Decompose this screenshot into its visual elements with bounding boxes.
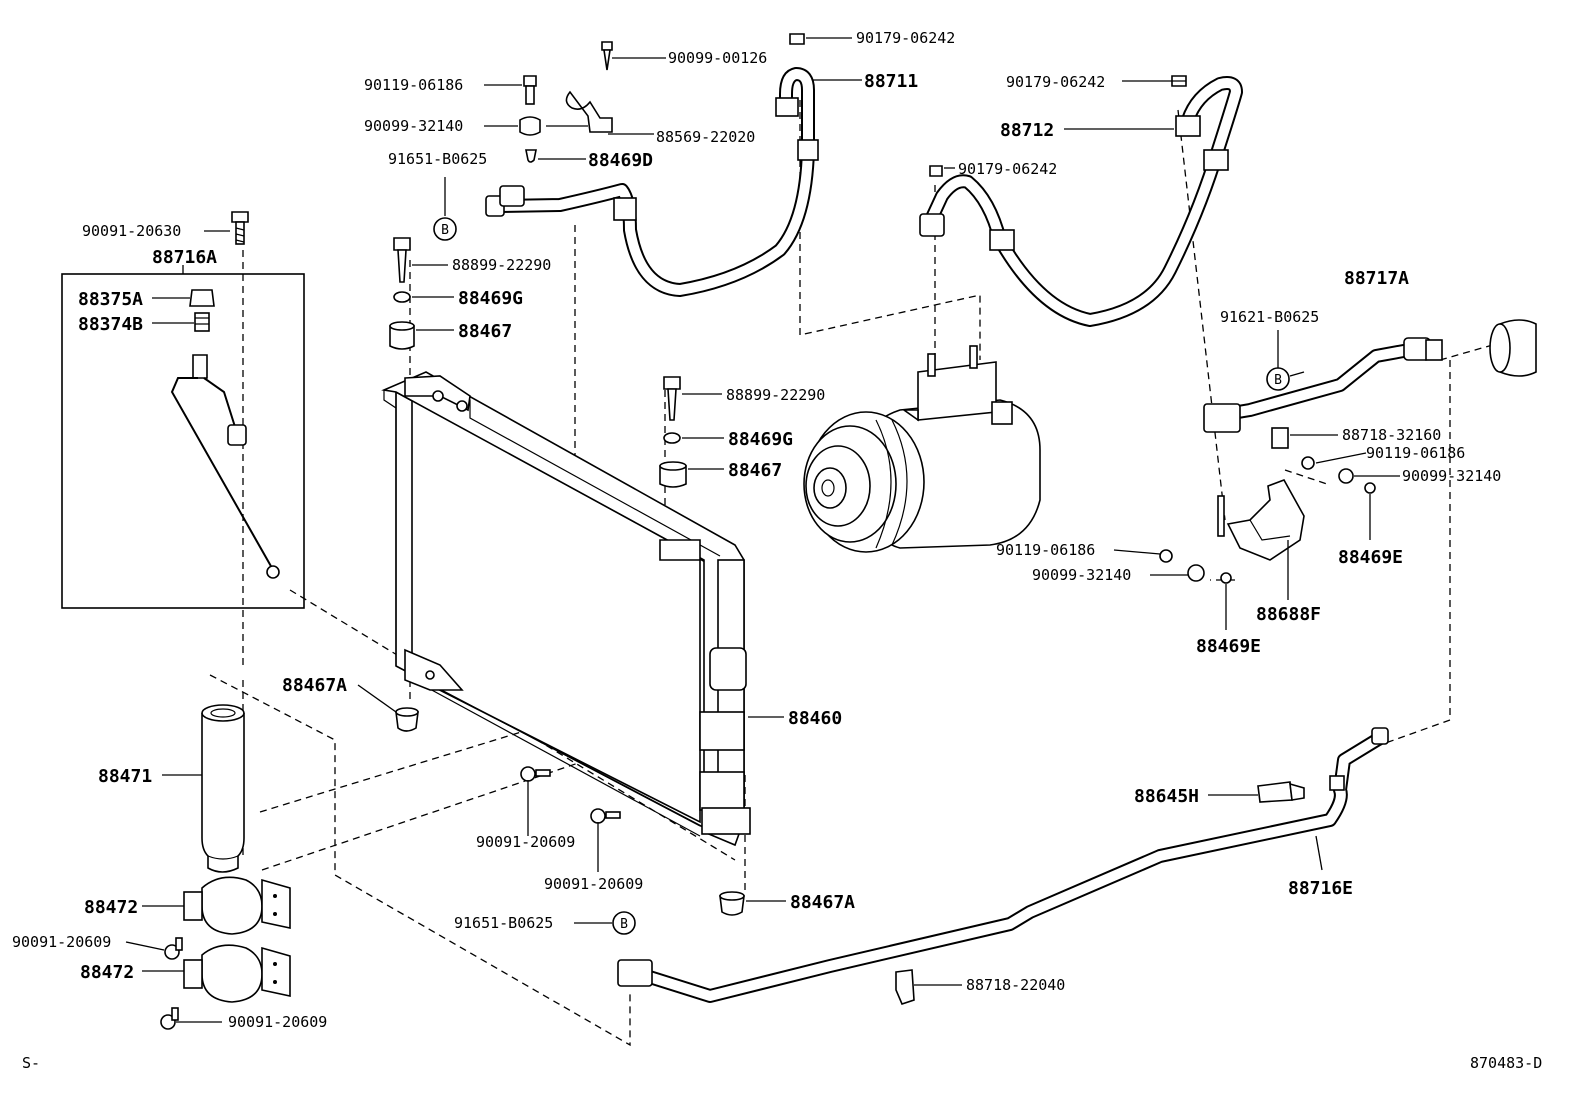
insulators-left bbox=[389, 237, 415, 350]
label-90091-20609-center-b: 90091-20609 bbox=[544, 875, 643, 893]
label-88645h: 88645H bbox=[1134, 786, 1199, 807]
label-90119-06186-bracket: 90119-06186 bbox=[996, 541, 1095, 559]
bracket-88688f bbox=[1159, 427, 1376, 584]
part-labels: 90099-00126 90179-06242 88711 90119-0618… bbox=[12, 29, 1501, 1031]
label-88718-32160: 88718-32160 bbox=[1342, 426, 1441, 444]
label-88460: 88460 bbox=[788, 708, 842, 729]
pipe-88716e bbox=[617, 727, 1389, 1005]
b-marker-1: B bbox=[433, 217, 457, 241]
clamp-assembly bbox=[519, 33, 805, 163]
label-88374b: 88374B bbox=[78, 314, 143, 335]
bolt-90091-20630 bbox=[231, 211, 249, 245]
label-90119-06186-top: 90119-06186 bbox=[364, 76, 463, 94]
svg-text:B: B bbox=[1274, 373, 1282, 388]
bolts-90091-20609-center bbox=[520, 766, 621, 824]
label-90091-20609-left-a: 90091-20609 bbox=[12, 933, 111, 951]
compressor bbox=[803, 345, 1041, 553]
receiver-kit-box bbox=[61, 265, 305, 609]
label-88688f: 88688F bbox=[1256, 604, 1321, 625]
label-88469e-right: 88469E bbox=[1338, 547, 1403, 568]
label-88899-22290-center: 88899-22290 bbox=[726, 386, 825, 404]
label-88718-22040: 88718-22040 bbox=[966, 976, 1065, 994]
label-90099-00126: 90099-00126 bbox=[668, 49, 767, 67]
label-88467a-bottom: 88467A bbox=[790, 892, 855, 913]
receiver-dryer bbox=[201, 704, 245, 873]
condenser bbox=[381, 371, 751, 847]
b-marker-2: B bbox=[1266, 367, 1290, 391]
label-88469e-bottom: 88469E bbox=[1196, 636, 1261, 657]
label-88469d: 88469D bbox=[588, 150, 653, 171]
label-88467-center: 88467 bbox=[728, 460, 782, 481]
label-88469g-left: 88469G bbox=[458, 288, 523, 309]
label-88712: 88712 bbox=[1000, 120, 1054, 141]
label-88711: 88711 bbox=[864, 71, 918, 92]
liquid-pipe-88717a bbox=[1203, 319, 1537, 433]
label-91651-b0625-bottom: 91651-B0625 bbox=[454, 914, 553, 932]
label-88472-lower: 88472 bbox=[80, 962, 134, 983]
svg-text:B: B bbox=[441, 223, 449, 238]
label-88716e: 88716E bbox=[1288, 878, 1353, 899]
label-90179-06242-top: 90179-06242 bbox=[856, 29, 955, 47]
label-91621-b0625: 91621-B0625 bbox=[1220, 308, 1319, 326]
label-88375a: 88375A bbox=[78, 289, 143, 310]
label-90091-20609-center-a: 90091-20609 bbox=[476, 833, 575, 851]
label-88717a: 88717A bbox=[1344, 268, 1409, 289]
label-88471: 88471 bbox=[98, 766, 152, 787]
label-88467a-left: 88467A bbox=[282, 675, 347, 696]
discharge-hose bbox=[485, 67, 819, 297]
label-90091-20630: 90091-20630 bbox=[82, 222, 181, 240]
label-88469g-center: 88469G bbox=[728, 429, 793, 450]
svg-text:B: B bbox=[620, 917, 628, 932]
label-91651-b0625-top: 91651-B0625 bbox=[388, 150, 487, 168]
insulators-center bbox=[659, 376, 687, 488]
label-90179-06242-right: 90179-06242 bbox=[1006, 73, 1105, 91]
cushion-88467a bbox=[395, 707, 745, 916]
label-90099-32140-bracket: 90099-32140 bbox=[1032, 566, 1131, 584]
footer-left-code: S- bbox=[22, 1054, 40, 1072]
label-88467-left: 88467 bbox=[458, 321, 512, 342]
diagram-reference-number: 870483-D bbox=[1470, 1054, 1542, 1072]
label-88716a: 88716A bbox=[152, 247, 217, 268]
bolts-90091-20609-bracket bbox=[160, 937, 183, 1030]
label-88569-22020: 88569-22020 bbox=[656, 128, 755, 146]
label-90091-20609-left-b: 90091-20609 bbox=[228, 1013, 327, 1031]
bracket-88472-lower bbox=[183, 944, 291, 1003]
label-90099-32140-right: 90099-32140 bbox=[1402, 467, 1501, 485]
leader-lines bbox=[125, 37, 1400, 1023]
label-90099-32140-top: 90099-32140 bbox=[364, 117, 463, 135]
suction-hose bbox=[919, 75, 1243, 327]
label-90179-06242-mid: 90179-06242 bbox=[958, 160, 1057, 178]
bracket-88472-upper bbox=[183, 876, 291, 935]
label-88899-22290-left: 88899-22290 bbox=[452, 256, 551, 274]
label-90119-06186-right: 90119-06186 bbox=[1366, 444, 1465, 462]
b-marker-3: B bbox=[612, 911, 636, 935]
label-88472-upper: 88472 bbox=[84, 897, 138, 918]
